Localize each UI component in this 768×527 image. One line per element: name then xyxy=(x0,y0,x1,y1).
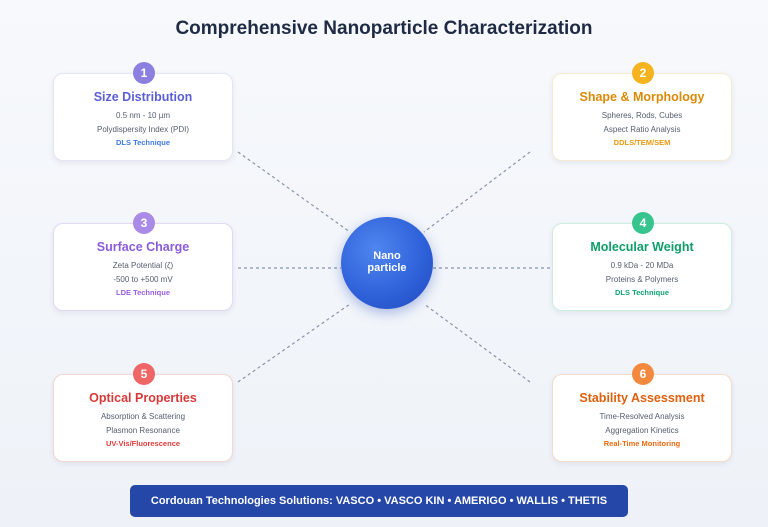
step-number-badge: 6 xyxy=(632,363,654,385)
card-technique: DDLS/TEM/SEM xyxy=(613,138,671,147)
card-technique: DLS Technique xyxy=(614,288,670,297)
card-stability-assessment: 6 Stability Assessment Time-Resolved Ana… xyxy=(552,363,732,462)
step-number-badge: 5 xyxy=(133,363,155,385)
step-number-badge: 4 xyxy=(632,212,654,234)
card-detail: Plasmon Resonance xyxy=(106,426,180,435)
card-detail: Zeta Potential (ζ) xyxy=(112,261,174,270)
page-title: Comprehensive Nanoparticle Characterizat… xyxy=(175,18,593,39)
center-label-line2: particle xyxy=(367,262,407,274)
card-title: Molecular Weight xyxy=(590,240,694,254)
connector-2 xyxy=(423,151,531,233)
card-surface-charge: 3 Surface Charge Zeta Potential (ζ) -500… xyxy=(53,212,233,311)
card-molecular-weight: 4 Molecular Weight 0.9 kDa - 20 MDa Prot… xyxy=(552,212,732,311)
card-detail: Spheres, Rods, Cubes xyxy=(601,111,683,120)
step-number-badge: 3 xyxy=(133,212,155,234)
card-detail: Proteins & Polymers xyxy=(605,275,679,284)
connector-1 xyxy=(237,151,351,233)
card-size-distribution: 1 Size Distribution 0.5 nm - 10 µm Polyd… xyxy=(53,62,233,161)
connector-5 xyxy=(237,303,351,383)
card-title: Surface Charge xyxy=(96,240,190,254)
card-detail: 0.5 nm - 10 µm xyxy=(116,111,170,120)
card-detail: Aggregation Kinetics xyxy=(605,426,679,435)
card-detail: Aspect Ratio Analysis xyxy=(603,125,681,134)
step-number-badge: 1 xyxy=(133,62,155,84)
card-technique: Real-Time Monitoring xyxy=(603,439,681,448)
card-title: Shape & Morphology xyxy=(579,90,705,104)
card-technique: UV-Vis/Fluorescence xyxy=(105,439,181,448)
card-technique: LDE Technique xyxy=(115,288,171,297)
card-technique: DLS Technique xyxy=(115,138,171,147)
center-label-line1: Nano xyxy=(373,250,401,262)
nanoparticle-center-node: Nano particle xyxy=(341,217,433,309)
card-title: Stability Assessment xyxy=(579,391,705,405)
solutions-banner: Cordouan Technologies Solutions: VASCO •… xyxy=(130,485,628,517)
card-title: Size Distribution xyxy=(93,90,193,104)
card-optical-properties: 5 Optical Properties Absorption & Scatte… xyxy=(53,363,233,462)
connector-6 xyxy=(423,303,531,383)
card-detail: -500 to +500 mV xyxy=(113,275,173,284)
card-title: Optical Properties xyxy=(89,391,197,405)
card-detail: Polydispersity Index (PDI) xyxy=(96,125,190,134)
card-detail: Absorption & Scattering xyxy=(100,412,186,421)
card-detail: 0.9 kDa - 20 MDa xyxy=(610,261,674,270)
card-shape-morphology: 2 Shape & Morphology Spheres, Rods, Cube… xyxy=(552,62,732,161)
card-detail: Time-Resolved Analysis xyxy=(599,412,685,421)
step-number-badge: 2 xyxy=(632,62,654,84)
